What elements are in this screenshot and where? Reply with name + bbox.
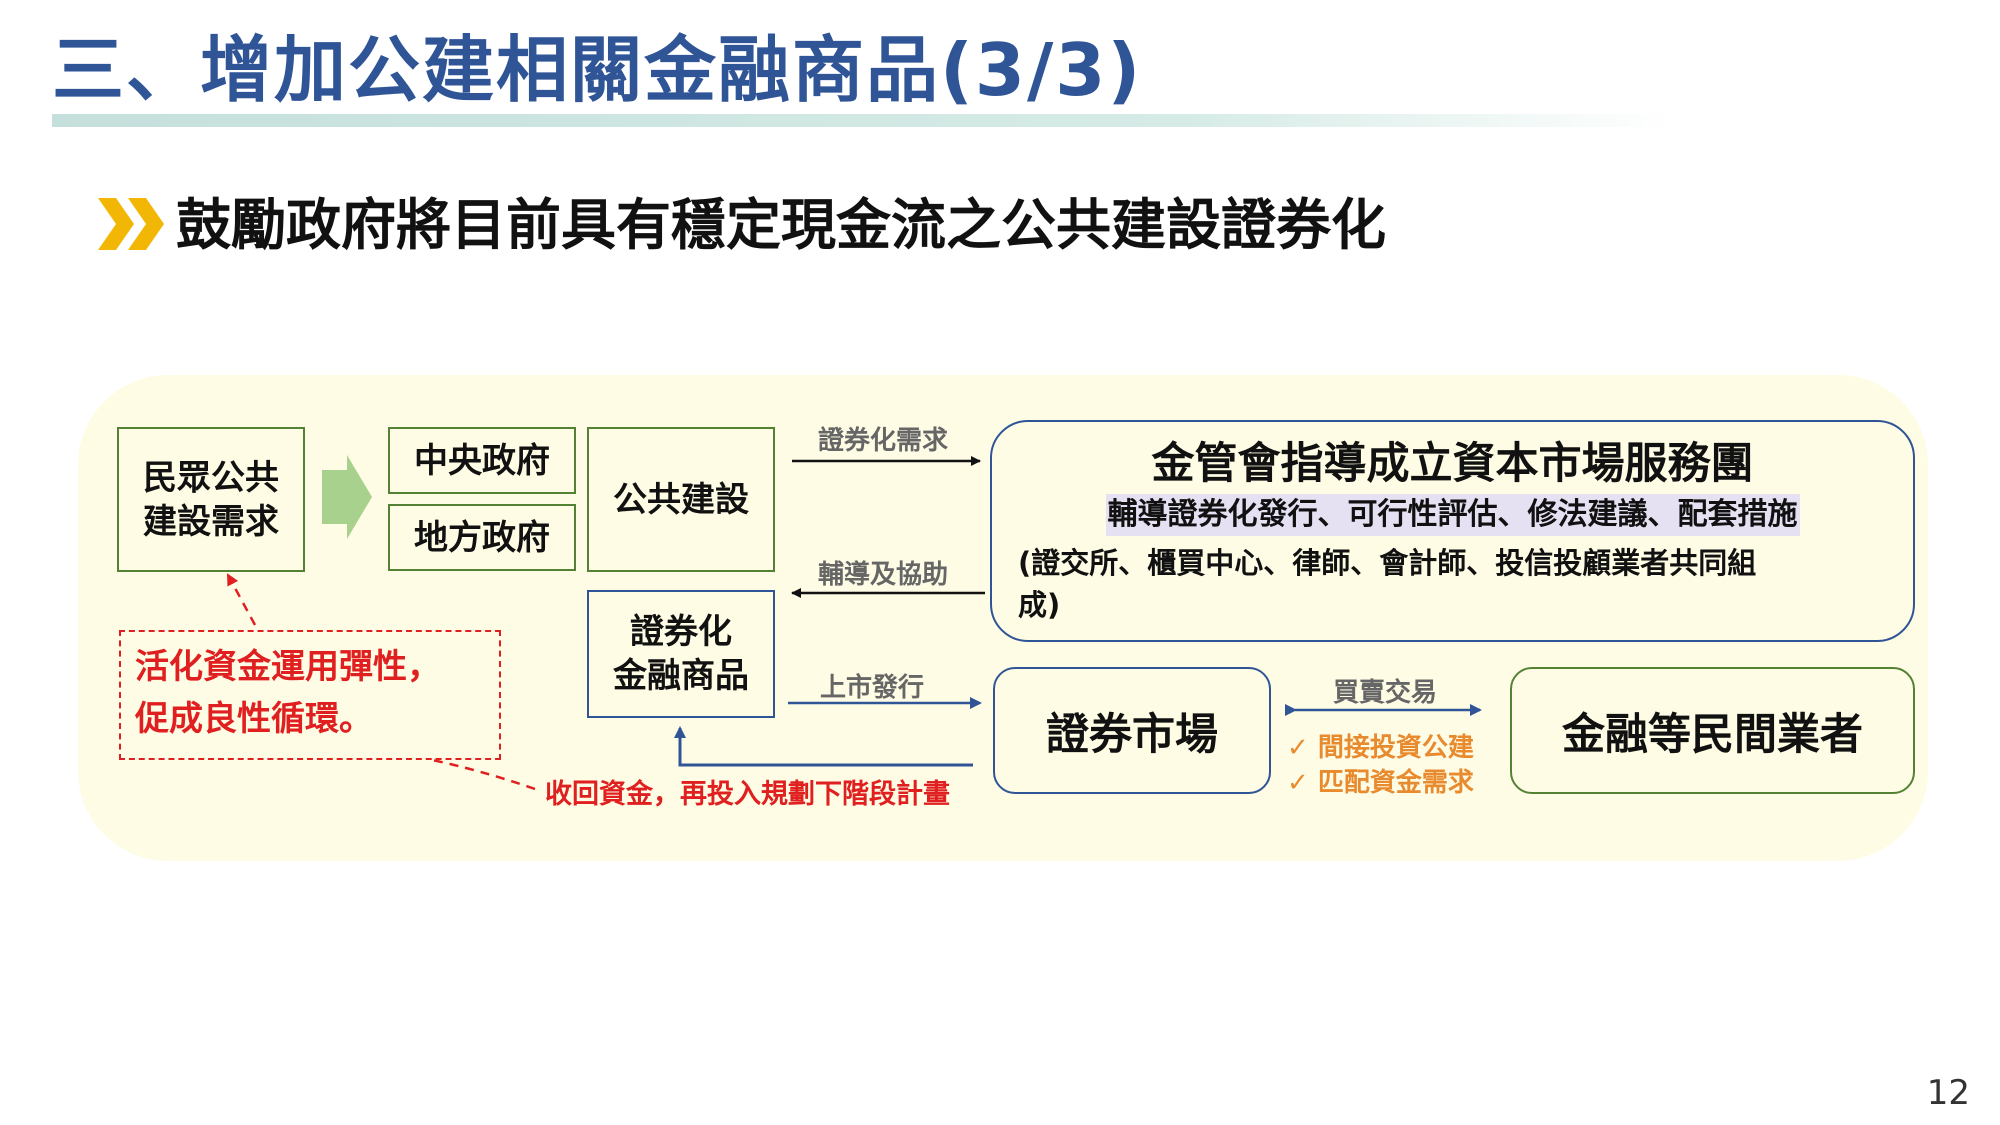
- private-sector-label: 金融等民間業者: [1562, 709, 1863, 760]
- recycle-connector: [431, 758, 536, 791]
- slide-title: 三、增加公建相關金融商品(3/3): [52, 28, 1143, 112]
- securities-market-box: 證券市場: [993, 667, 1271, 794]
- public-demand-line1: 民眾公共: [143, 457, 279, 498]
- check-item-1: ✓ 間接投資公建: [1287, 733, 1474, 763]
- flow-arrow-icon: [322, 455, 372, 539]
- central-gov-label: 中央政府: [414, 440, 550, 481]
- section-subtitle: 鼓勵政府將目前具有穩定現金流之公共建設證券化: [176, 193, 1387, 257]
- service-team-members: (證交所、櫃買中心、律師、會計師、投信投顧業者共同組 成): [992, 536, 1913, 626]
- check-item-2: ✓ 匹配資金需求: [1287, 768, 1474, 798]
- return-arrow: [674, 726, 973, 767]
- page-number: 12: [1926, 1073, 1970, 1113]
- note-to-demand-arrow: [226, 573, 257, 626]
- public-demand-box: 民眾公共 建設需求: [117, 427, 305, 572]
- securitized-product-box: 證券化 金融商品: [587, 590, 775, 718]
- demand-label: 證券化需求: [818, 426, 949, 456]
- service-team-title: 金管會指導成立資本市場服務團: [1151, 439, 1754, 489]
- public-demand-line2: 建設需求: [143, 501, 279, 542]
- local-gov-box: 地方政府: [388, 504, 576, 571]
- securitized-product-line2: 金融商品: [613, 656, 749, 696]
- note-line2: 促成良性循環。: [135, 699, 373, 739]
- assist-label: 輔導及協助: [818, 560, 949, 590]
- service-team-box: 金管會指導成立資本市場服務團 輔導證券化發行、可行性評估、修法建議、配套措施 (…: [990, 420, 1915, 642]
- service-team-members-line1: (證交所、櫃買中心、律師、會計師、投信投顧業者共同組: [1018, 546, 1757, 580]
- service-team-highlight: 輔導證券化發行、可行性評估、修法建議、配套措施: [1105, 494, 1800, 536]
- trading-label: 買賣交易: [1333, 678, 1438, 708]
- local-gov-label: 地方政府: [414, 517, 550, 558]
- securitized-product-line1: 證券化: [630, 612, 732, 652]
- public-construction-box: 公共建設: [587, 427, 775, 572]
- listing-label: 上市發行: [820, 673, 925, 703]
- note-box: 活化資金運用彈性， 促成良性循環。: [119, 630, 501, 760]
- central-gov-box: 中央政府: [388, 427, 576, 494]
- securities-market-label: 證券市場: [1046, 709, 1218, 760]
- public-construction-label: 公共建設: [613, 479, 749, 520]
- recycle-label: 收回資金，再投入規劃下階段計畫: [545, 779, 950, 810]
- double-chevron-icon: [98, 198, 164, 250]
- note-line1: 活化資金運用彈性，: [135, 647, 441, 687]
- title-underline: [52, 114, 1672, 127]
- service-team-members-line2: 成): [1018, 588, 1061, 622]
- private-sector-box: 金融等民間業者: [1510, 667, 1915, 794]
